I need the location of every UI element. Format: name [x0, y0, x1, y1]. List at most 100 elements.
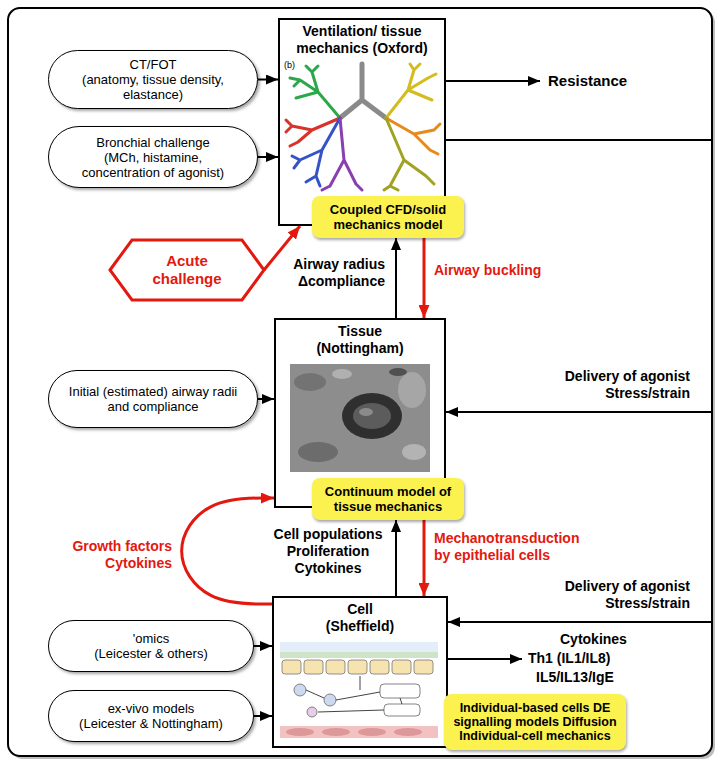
challenge-hexagon: Acute challenge: [108, 238, 266, 302]
node-text-group: ex-vivo models(Leicester & Nottingham): [79, 701, 223, 731]
node-title: CT/FOT: [67, 57, 239, 72]
node-text-group: Ventilation/ tissue mechanics (Oxford): [287, 23, 437, 57]
node-title: ex-vivo models: [79, 701, 223, 716]
cell-schematic-part: [280, 652, 438, 658]
cell-schematic-part: [394, 728, 422, 736]
node-text-group: CT/FOT(anatomy, tissue density, elastanc…: [67, 57, 239, 102]
frame-part: [8, 8, 712, 756]
lung-airway-tree-part: [386, 64, 436, 118]
node-text-group: Coupled CFD/solid mechanics model: [320, 202, 456, 232]
node-body: (Leicester & others): [94, 646, 207, 661]
tissue-micrograph-part: [353, 403, 391, 429]
node-title: Acute challenge: [132, 252, 242, 288]
cell-schematic-part: [294, 684, 306, 696]
method-tag: Individual-based cells DE signalling mod…: [444, 694, 626, 750]
method-tag: Continuum model of tissue mechanics: [312, 478, 464, 520]
edge-label: Airway radius Δcompliance: [285, 256, 385, 290]
edge-label: Airway buckling: [434, 262, 584, 279]
output-arrows: [446, 81, 540, 659]
output-label: Resistance: [548, 72, 627, 90]
arrow-connector: [258, 79, 278, 81]
tissue-micrograph-part: [294, 373, 326, 391]
cell-schematic-part: [370, 660, 389, 674]
cell-schematic-part: [326, 660, 345, 674]
cell-schematic-part: [280, 642, 438, 652]
cell-schematic-part: [304, 660, 323, 674]
node-body: (Leicester & Nottingham): [79, 716, 223, 731]
lung-airway-tree-part: [290, 66, 340, 118]
edge-label: Delivery of agonist Stress/strain: [540, 578, 690, 612]
output-label: IL5/IL13/IgE: [536, 669, 614, 686]
tissue-micrograph-part: [389, 368, 407, 376]
cell-schematic-part: [358, 728, 386, 736]
lung-airway-tree-part: [292, 118, 340, 186]
node-text-group: Individual-based cells DE signalling mod…: [452, 701, 618, 743]
model-box: Ventilation/ tissue mechanics (Oxford): [278, 18, 446, 226]
node-title: Initial (estimated) airway radii and com…: [67, 384, 239, 414]
hexagon-shape: [110, 240, 264, 300]
lung-airway-tree-part: [322, 118, 362, 190]
cell-schematic-part: [286, 728, 314, 736]
output-arrows-part: [446, 80, 540, 82]
input-oval: Bronchial challenge(MCh, histamine, conc…: [48, 126, 258, 188]
node-title: Cell (Sheffield): [315, 601, 405, 635]
tissue-micrograph-part: [290, 364, 430, 472]
cell-schematic-part: [306, 676, 402, 712]
tissue-micrograph-part: [342, 393, 402, 439]
model-box: Cell (Sheffield): [272, 596, 448, 748]
node-text-group: Acute challenge: [132, 252, 242, 288]
output-label: Cytokines: [560, 631, 627, 648]
arrow-connector: [423, 520, 426, 596]
frame: [8, 8, 715, 759]
lung-airway-tree-part: [384, 118, 434, 190]
input-oval: CT/FOT(anatomy, tissue density, elastanc…: [48, 50, 258, 109]
cell-schematic-part: [322, 728, 350, 736]
output-label: Th1 (IL1/IL8): [528, 650, 610, 667]
output-arrows-part: [448, 658, 522, 660]
cell-schematic-part: [324, 694, 336, 706]
edge-label: Cell populations Proliferation Cytokines: [270, 526, 386, 577]
cell-schematic: [280, 642, 438, 738]
tissue-micrograph-part: [298, 442, 338, 462]
edge-label: Growth factors Cytokines: [66, 538, 172, 572]
node-text-group: Continuum model of tissue mechanics: [320, 484, 456, 514]
node-title: Continuum model of tissue mechanics: [320, 484, 456, 514]
tissue-micrograph: [290, 364, 430, 472]
tissue-micrograph-part: [398, 372, 426, 408]
edge-label: Delivery of agonist Stress/strain: [540, 368, 690, 402]
tissue-micrograph-part: [402, 444, 426, 460]
node-text-group: 'omics(Leicester & others): [94, 631, 207, 661]
node-text-group: Bronchial challenge(MCh, histamine, conc…: [67, 135, 239, 180]
node-text-group: Tissue (Nottingham): [305, 323, 415, 357]
input-oval: Initial (estimated) airway radii and com…: [48, 370, 258, 428]
node-title: Tissue (Nottingham): [305, 323, 415, 357]
lung-airway-tree: [286, 64, 440, 190]
arrow-connector: [258, 156, 278, 158]
node-title: Bronchial challenge: [67, 135, 239, 150]
method-tag: Coupled CFD/solid mechanics model: [312, 196, 464, 238]
node-title: Ventilation/ tissue mechanics (Oxford): [287, 23, 437, 57]
input-oval: ex-vivo models(Leicester & Nottingham): [48, 690, 254, 742]
arrow-connector: [258, 398, 274, 400]
panel-letter: (b): [284, 60, 295, 71]
input-oval: 'omics(Leicester & others): [48, 620, 254, 672]
node-title: Coupled CFD/solid mechanics model: [320, 202, 456, 232]
cell-schematic-part: [280, 726, 438, 738]
arrow-connector: [395, 238, 397, 318]
tissue-micrograph-part: [332, 369, 352, 379]
lung-airway-tree-part: [340, 64, 386, 118]
node-text-group: Cell (Sheffield): [315, 601, 405, 635]
node-body: (anatomy, tissue density, elastance): [67, 72, 239, 102]
cell-schematic-part: [282, 660, 301, 674]
arrow-connector: [182, 498, 274, 604]
edge-label: Mechanotransduction by epithelial cells: [434, 530, 584, 564]
cell-schematic-part: [384, 704, 420, 716]
node-title: Individual-based cells DE signalling mod…: [452, 701, 618, 743]
cell-schematic-part: [392, 660, 411, 674]
node-text-group: Initial (estimated) airway radii and com…: [67, 384, 239, 414]
cell-schematic-part: [414, 660, 433, 674]
arrow-connector: [254, 645, 272, 647]
node-title: 'omics: [94, 631, 207, 646]
cell-schematic-part: [348, 660, 367, 674]
